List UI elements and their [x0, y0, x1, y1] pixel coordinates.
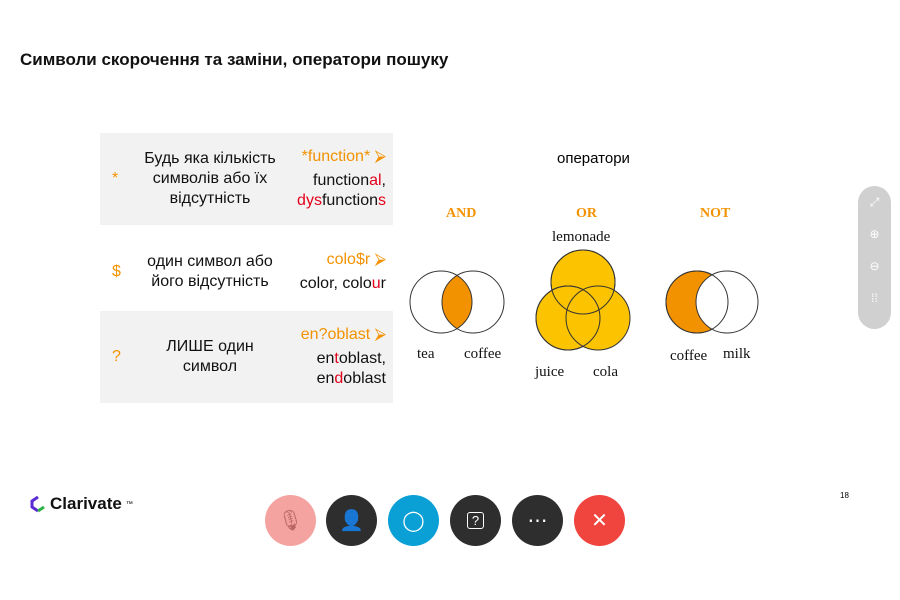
operator-row: $ один символ або його відсутність colo$… — [100, 226, 393, 318]
and-right-label: coffee — [464, 346, 502, 362]
more-button[interactable]: ⋯ — [512, 495, 563, 546]
pointer-icon: ⮚ — [374, 148, 386, 165]
and-label: AND — [446, 206, 477, 221]
wildcard-description: один символ або його відсутність — [147, 253, 273, 290]
wildcard-symbol: $ — [112, 263, 121, 280]
question-icon: ? — [466, 512, 485, 529]
wildcard-description: ЛИШЕ один символ — [166, 338, 254, 375]
zoom-out-icon[interactable]: ⊖ — [869, 259, 880, 273]
grid-icon[interactable]: ⁞⁞ — [871, 291, 878, 305]
pointer-icon: ⮚ — [374, 251, 386, 268]
mute-button[interactable]: 🎙 — [265, 495, 316, 546]
operator-row: * Будь яка кількість символів або їх від… — [100, 133, 393, 225]
zoom-in-icon[interactable]: ⊕ — [869, 227, 880, 241]
operators-heading: оператори — [557, 150, 630, 167]
example-line: color, colour — [299, 275, 386, 292]
not-left-label: coffee — [670, 348, 708, 364]
chat-button[interactable]: ◯ — [388, 495, 439, 546]
or-venn — [535, 249, 631, 351]
leave-button[interactable]: ✕ — [574, 495, 625, 546]
example-line: dysfunctions — [297, 192, 386, 209]
wildcard-symbol: ? — [112, 348, 121, 365]
not-venn — [665, 270, 759, 334]
slide-title: Символи скорочення та заміни, оператори … — [20, 50, 449, 69]
mic-muted-icon: 🎙 — [277, 510, 304, 532]
or-top-label: lemonade — [552, 229, 611, 245]
chat-icon: ◯ — [402, 510, 425, 532]
participants-icon: 👤 — [339, 510, 364, 532]
zoom-toolbar: ⤢ ⊕ ⊖ ⁞⁞ — [858, 186, 891, 329]
example-line: endoblast — [316, 370, 386, 387]
fullscreen-icon[interactable]: ⤢ — [869, 195, 880, 209]
and-venn — [409, 270, 505, 334]
wildcard-description: Будь яка кількість символів або їх відсу… — [144, 150, 276, 207]
query-example: colo$r ⮚ — [326, 251, 386, 268]
more-icon: ⋯ — [527, 510, 548, 532]
and-left-label: tea — [417, 346, 435, 362]
or-right-label: cola — [593, 364, 618, 380]
logo-icon — [30, 495, 45, 513]
qa-button[interactable]: ? — [450, 495, 501, 546]
page-number: 18 — [840, 491, 849, 500]
or-left-label: juice — [535, 364, 565, 380]
not-right-label: milk — [723, 346, 751, 362]
query-example: *function* ⮚ — [301, 148, 386, 165]
close-icon: ✕ — [591, 510, 608, 532]
operator-row: ? ЛИШЕ один символ en?oblast ⮚ entoblast,… — [100, 311, 393, 403]
example-line: functional, — [313, 172, 386, 189]
pointer-icon: ⮚ — [374, 326, 386, 343]
wildcard-symbol: * — [112, 170, 119, 187]
example-line: entoblast, — [316, 350, 386, 367]
participants-button[interactable]: 👤 — [326, 495, 377, 546]
or-label: OR — [576, 206, 597, 221]
query-example: en?oblast ⮚ — [300, 326, 386, 343]
not-label: NOT — [700, 206, 731, 221]
